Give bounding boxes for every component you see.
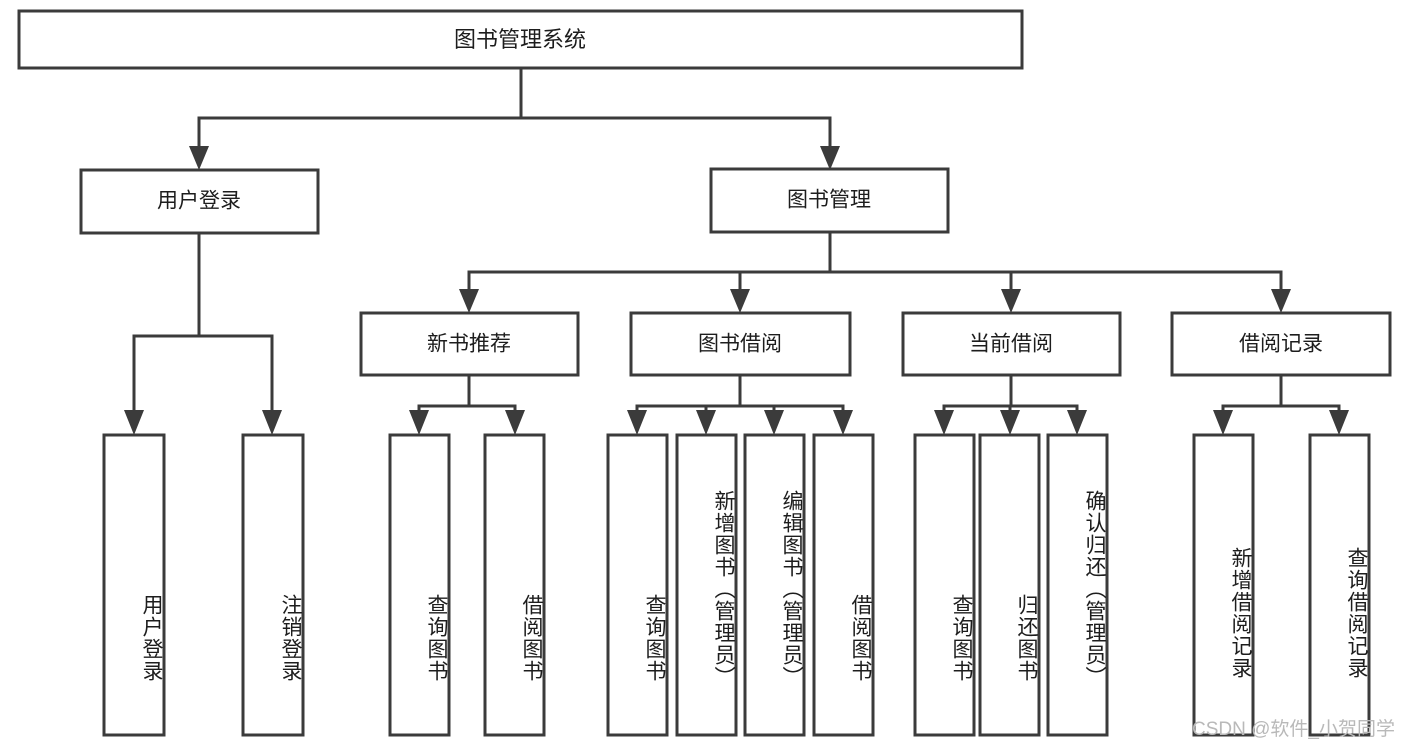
node-leaf-user-logout-box[interactable] (241, 433, 305, 737)
node-borrow-record[interactable]: 借阅记录 (1170, 311, 1392, 377)
connector-group-book-manage (459, 230, 1291, 313)
node-user-login-box[interactable] (79, 168, 320, 235)
node-root-box[interactable] (17, 9, 1024, 70)
node-leaf-borrow-book-box[interactable] (812, 433, 875, 737)
node-new-book-recommend[interactable]: 新书推荐 (359, 311, 580, 377)
arrow-head-leaf-query-book-recommend (409, 410, 429, 435)
arrow-head-book-borrow (730, 289, 750, 313)
arrow-head-leaf-query-borrow-record (1329, 410, 1349, 435)
node-leaf-confirm-return-admin-box[interactable] (1046, 433, 1109, 737)
node-user-login-label: 用户登录 (157, 190, 241, 213)
node-leaf-query-borrow-record-box[interactable] (1308, 433, 1371, 737)
arrow-head-user-login (189, 146, 209, 170)
node-leaf-return-book-box[interactable] (978, 433, 1041, 737)
connector-group-user-login (124, 231, 282, 435)
arrow-head-book-manage (820, 146, 840, 170)
node-book-borrow-label: 图书借阅 (698, 333, 782, 356)
node-root-label: 图书管理系统 (454, 27, 586, 52)
node-book-manage-label: 图书管理 (787, 189, 871, 212)
connector-group-new-book-recommend (409, 373, 525, 435)
arrow-head-borrow-record (1271, 289, 1291, 313)
node-current-borrow-box[interactable] (901, 311, 1122, 377)
connector-group-current-borrow (934, 373, 1087, 435)
node-current-borrow[interactable]: 当前借阅 (901, 311, 1122, 377)
leaf-node-boxes (102, 433, 1371, 737)
node-leaf-borrow-book-recommend-box[interactable] (483, 433, 546, 737)
node-root[interactable]: 图书管理系统 (17, 9, 1024, 70)
node-leaf-edit-book-admin-box[interactable] (743, 433, 806, 737)
node-book-manage[interactable]: 图书管理 (709, 167, 950, 234)
arrow-head-leaf-add-borrow-record (1213, 410, 1233, 435)
node-borrow-record-box[interactable] (1170, 311, 1392, 377)
node-user-login[interactable]: 用户登录 (79, 168, 320, 235)
node-book-borrow[interactable]: 图书借阅 (629, 311, 852, 377)
node-leaf-query-book-recommend-box[interactable] (388, 433, 451, 737)
arrow-head-leaf-add-book-admin (696, 410, 716, 435)
node-leaf-user-login-box[interactable] (102, 433, 166, 737)
arrow-head-leaf-borrow-book-recommend (505, 410, 525, 435)
arrow-head-leaf-query-book-borrow (627, 410, 647, 435)
node-new-book-recommend-box[interactable] (359, 311, 580, 377)
arrow-head-new-book-recommend (459, 289, 479, 313)
node-borrow-record-label: 借阅记录 (1239, 333, 1323, 356)
arrow-head-leaf-borrow-book (833, 410, 853, 435)
arrow-head-leaf-user-login (124, 410, 144, 435)
node-leaf-query-book-current-box[interactable] (913, 433, 976, 737)
arrow-head-leaf-confirm-return-admin (1067, 410, 1087, 435)
arrow-head-current-borrow (1001, 289, 1021, 313)
node-leaf-query-book-borrow-box[interactable] (606, 433, 669, 737)
connector-group-root (189, 66, 840, 170)
node-book-manage-box[interactable] (709, 167, 950, 234)
node-current-borrow-label: 当前借阅 (969, 333, 1053, 356)
node-book-borrow-box[interactable] (629, 311, 852, 377)
csdn-watermark: CSDN @软件_小贺同学 (1192, 719, 1395, 740)
node-leaf-add-borrow-record-box[interactable] (1192, 433, 1255, 737)
node-new-book-recommend-label: 新书推荐 (427, 333, 511, 356)
arrow-head-leaf-query-book-current (934, 410, 954, 435)
node-leaf-add-book-admin-box[interactable] (675, 433, 738, 737)
arrow-head-leaf-edit-book-admin (764, 410, 784, 435)
arrow-head-leaf-return-book (1000, 410, 1020, 435)
connector-group-borrow-record (1213, 373, 1349, 435)
connector-group-book-borrow (627, 373, 853, 435)
arrow-head-leaf-user-logout (262, 410, 282, 435)
